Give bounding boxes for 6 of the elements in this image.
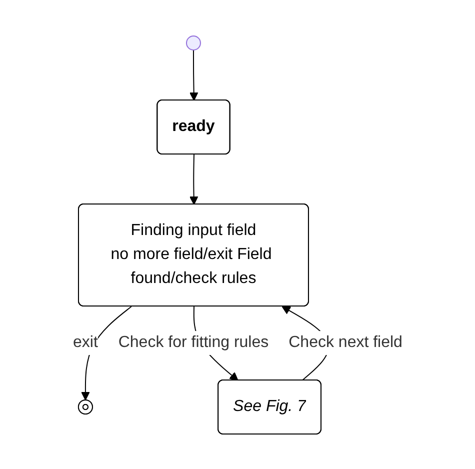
edge-label: Check for fitting rules (118, 333, 268, 350)
arrow (189, 154, 198, 204)
edge-label: exit (72, 333, 98, 350)
node-circle (186, 35, 201, 50)
edge-label: Check next field (288, 333, 402, 350)
arrow (189, 49, 198, 100)
